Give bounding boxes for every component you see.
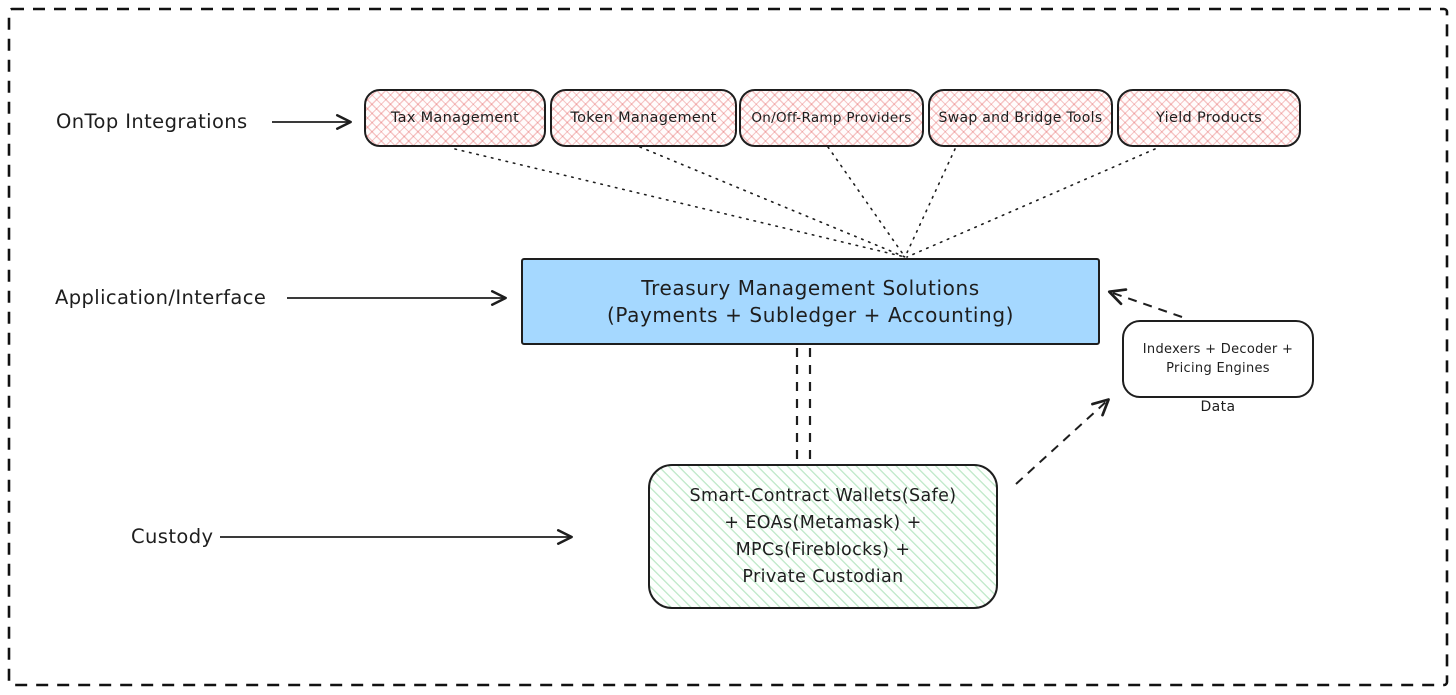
node-indexers-decoders: Indexers + Decoder + Pricing Engines: [1122, 320, 1314, 398]
custody-line-4: Private Custodian: [742, 566, 904, 587]
connector-swap-to-treasury: [904, 148, 956, 258]
custody-line-1: Smart-Contract Wallets(Safe): [689, 485, 957, 506]
custody-line-2: + EOAs(Metamask) +: [724, 512, 922, 533]
node-token-management: Token Management: [550, 89, 737, 147]
node-custody-wallets: Smart-Contract Wallets(Safe) + EOAs(Meta…: [648, 464, 998, 609]
connector-tax-to-treasury: [454, 148, 906, 258]
label-application-interface: Application/Interface: [55, 286, 267, 309]
arrow-custody-to-data: [1015, 398, 1110, 485]
custody-line-3: MPCs(Fireblocks) +: [735, 539, 911, 560]
label-custody: Custody: [131, 525, 214, 548]
connector-ramp-to-treasury: [827, 146, 906, 258]
connector-yield-to-treasury: [906, 148, 1156, 258]
treasury-line-2: (Payments + Subledger + Accounting): [606, 302, 1015, 327]
indexers-line-2: Pricing Engines: [1166, 361, 1270, 376]
treasury-line-1: Treasury Management Solutions: [641, 275, 980, 300]
arrow-data-to-treasury: [1107, 288, 1183, 318]
diagram-frame: [7, 7, 1449, 687]
label-data: Data: [1200, 399, 1236, 415]
connector-token-to-treasury: [639, 146, 906, 258]
node-treasury-management: Treasury Management Solutions (Payments …: [521, 258, 1100, 345]
indexers-line-1: Indexers + Decoder +: [1142, 342, 1294, 357]
node-tax-management: Tax Management: [364, 89, 546, 147]
node-swap-and-bridge-tools: Swap and Bridge Tools: [928, 89, 1113, 147]
node-yield-products: Yield Products: [1117, 89, 1301, 147]
label-ontop-integrations: OnTop Integrations: [56, 110, 248, 133]
node-onoff-ramp-providers: On/Off-Ramp Providers: [739, 89, 924, 147]
